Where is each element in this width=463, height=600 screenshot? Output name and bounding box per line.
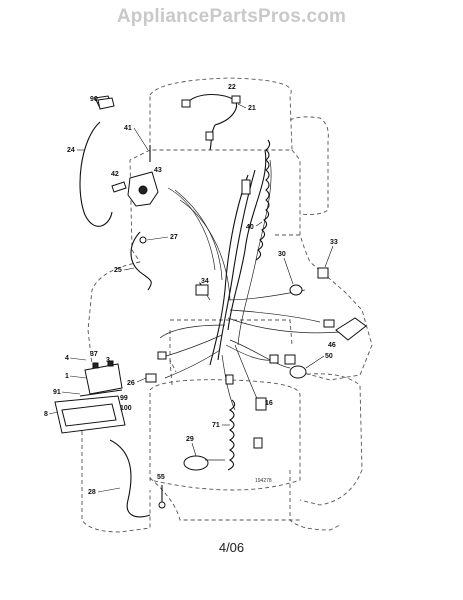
callout-55: 55 [157,474,165,481]
ground-wire-25 [130,231,152,291]
callout-22: 22 [228,84,236,91]
callout-43: 43 [154,167,162,174]
page-date: 4/06 [218,540,245,555]
callout-30: 30 [278,251,286,258]
coil-harness-40 [255,139,271,261]
callout-33: 33 [330,239,338,246]
battery-1 [84,363,123,395]
coil-harness-71 [227,399,236,471]
callout-26: 26 [127,380,135,387]
callout-99: 99 [120,395,128,402]
callout-71: 71 [212,422,220,429]
ground-wire-24 [79,95,113,227]
callout-50: 50 [325,353,333,360]
callout-28: 28 [88,489,96,496]
callout-40: 40 [246,224,254,231]
callout-41: 41 [124,125,132,132]
watermark: AppliancePartsPros.com [116,6,347,27]
tractor-outline [81,77,373,533]
callout-4: 4 [65,355,69,362]
callout-29: 29 [186,436,194,443]
callout-25: 25 [114,267,122,274]
callout-37: 37 [90,351,98,358]
callout-27: 27 [170,234,178,241]
callout-21: 21 [248,105,256,112]
diagram-id: 194278 [255,478,272,484]
callout-1: 1 [65,373,69,380]
callout-24: 24 [67,147,75,154]
callout-90: 90 [90,96,98,103]
callout-34: 34 [201,278,209,285]
headlight-harness-21 [181,94,241,151]
parts [54,97,367,518]
callout-8: 8 [44,411,48,418]
callout-3: 3 [106,357,110,364]
callout-16: 16 [265,400,273,407]
callout-labels: 90 22 21 41 24 43 42 40 27 30 33 25 34 5… [44,84,338,496]
callout-91: 91 [53,389,61,396]
callout-46: 46 [328,342,336,349]
callout-42: 42 [111,171,119,178]
callout-100: 100 [120,405,132,412]
